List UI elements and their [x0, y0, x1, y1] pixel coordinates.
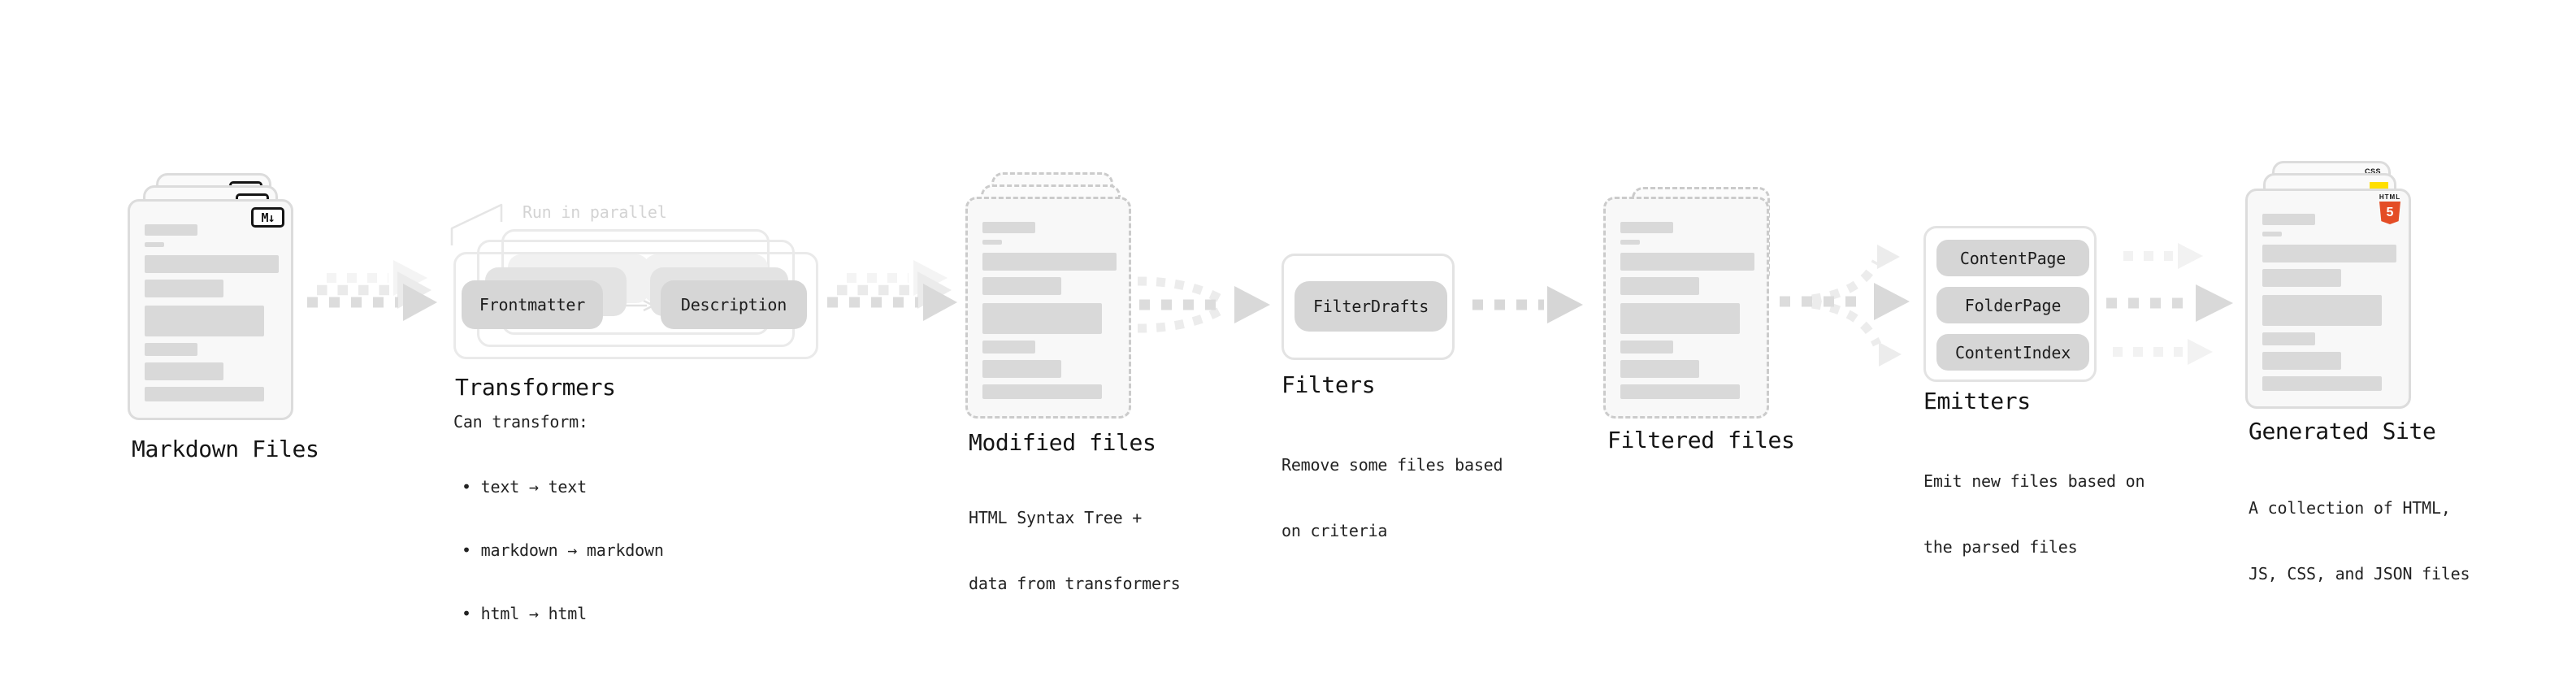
arrows-emitters-to-generated — [2106, 243, 2233, 365]
html5-icon-label: HTML — [2379, 193, 2401, 201]
generated-html-file-card: HTML 5 — [2245, 189, 2411, 409]
run-in-parallel-label: Run in parallel — [523, 202, 667, 222]
skeleton-text-line — [982, 340, 1035, 354]
arrow-modified-to-filters-merge — [1137, 276, 1270, 333]
subtitle-line: the parsed files — [1923, 537, 2078, 557]
generated-site-subtitle: A collection of HTML, JS, CSS, and JSON … — [2249, 453, 2470, 629]
subtitle-line: Emit new files based on — [1923, 471, 2145, 491]
skeleton-text-line — [2262, 232, 2282, 236]
skeleton-text-line — [145, 280, 223, 297]
skeleton-text-line — [2262, 214, 2315, 225]
transformers-title: Transformers — [455, 374, 616, 401]
html5-icon-shield: 5 — [2379, 202, 2400, 224]
skeleton-text-line — [982, 277, 1061, 295]
skeleton-text-line — [145, 224, 197, 236]
markdown-icon: M↓ — [251, 207, 284, 228]
markdown-files-title: Markdown Files — [132, 436, 319, 462]
transformers-bullet-list: • text → text • markdown → markdown • ht… — [462, 434, 664, 666]
skeleton-text-line — [982, 222, 1035, 233]
modified-files-title: Modified files — [969, 429, 1156, 456]
skeleton-text-line — [145, 343, 197, 356]
modified-files-stack — [965, 161, 1138, 423]
filtered-files-stack — [1603, 161, 1776, 423]
skeleton-text-line — [1620, 360, 1699, 378]
arrow-filters-to-filtered — [1472, 286, 1583, 323]
skeleton-text-line — [2262, 376, 2382, 391]
skeleton-text-line — [2262, 269, 2341, 287]
arrow-filtered-to-emitters-split — [1780, 245, 1910, 367]
transformers-subtitle: Can transform: — [453, 412, 588, 432]
skeleton-text-line — [1620, 340, 1673, 354]
transformer-frame-front — [453, 252, 818, 359]
skeleton-text-line — [2262, 295, 2382, 326]
skeleton-text-line — [982, 240, 1002, 245]
arrow-transformers-to-modified — [827, 260, 957, 321]
skeleton-text-line — [1620, 253, 1754, 271]
filtered-file-card-front — [1603, 197, 1769, 419]
modified-file-card-front — [965, 197, 1131, 419]
markdown-files-stack: M↓ M↓ M↓ — [128, 161, 300, 423]
skeleton-text-line — [1620, 277, 1699, 295]
frontmatter-node: Frontmatter — [462, 280, 603, 329]
filterdrafts-node: FilterDrafts — [1295, 281, 1447, 332]
skeleton-text-line — [145, 242, 164, 247]
skeleton-text-line — [1620, 384, 1740, 399]
skeleton-text-line — [982, 360, 1061, 378]
emitters-subtitle: Emit new files based on the parsed files — [1923, 427, 2145, 602]
subtitle-line: data from transformers — [969, 574, 1181, 593]
bullet-item: • html → html — [462, 604, 587, 623]
skeleton-text-line — [145, 362, 223, 380]
skeleton-text-line — [1620, 222, 1673, 233]
subtitle-line: A collection of HTML, — [2249, 498, 2451, 518]
generated-site-title: Generated Site — [2249, 418, 2436, 445]
html5-icon: HTML 5 — [2379, 194, 2400, 224]
arrow-markdown-to-transformers — [307, 260, 437, 321]
transformers-cluster: Frontmatter Description Run in parallel — [439, 195, 829, 370]
run-in-parallel-callout-line — [450, 203, 503, 245]
skeleton-text-line — [1620, 240, 1640, 245]
skeleton-text-line — [2262, 352, 2341, 370]
subtitle-line: Remove some files based — [1281, 455, 1503, 475]
bullet-item: • text → text — [462, 477, 587, 497]
skeleton-text-line — [145, 255, 279, 273]
contentpage-node: ContentPage — [1936, 240, 2089, 276]
emitters-title: Emitters — [1923, 388, 2031, 414]
filtered-files-title: Filtered files — [1607, 427, 1795, 453]
skeleton-text-line — [982, 384, 1102, 399]
emitters-panel: ContentPage FolderPage ContentIndex — [1923, 226, 2097, 382]
skeleton-text-line — [145, 306, 264, 336]
contentindex-node: ContentIndex — [1936, 334, 2089, 371]
skeleton-text-line — [982, 303, 1102, 334]
folderpage-node: FolderPage — [1936, 287, 2089, 323]
bullet-item: • markdown → markdown — [462, 540, 664, 560]
skeleton-text-line — [2262, 245, 2396, 262]
css-icon-label: CSS — [2364, 167, 2381, 176]
filters-title: Filters — [1281, 371, 1376, 398]
skeleton-text-line — [982, 253, 1117, 271]
filters-panel: FilterDrafts — [1281, 254, 1455, 360]
description-node: Description — [661, 280, 807, 329]
skeleton-text-line — [145, 387, 264, 401]
filters-subtitle: Remove some files based on criteria — [1281, 410, 1503, 586]
subtitle-line: JS, CSS, and JSON files — [2249, 564, 2470, 583]
subtitle-line: on criteria — [1281, 521, 1388, 540]
markdown-file-card-front: M↓ — [128, 199, 293, 420]
skeleton-text-line — [2262, 332, 2315, 345]
generated-site-stack: CSS HTML 5 — [2245, 150, 2418, 412]
skeleton-text-line — [1620, 303, 1740, 334]
modified-files-subtitle: HTML Syntax Tree + data from transformer… — [969, 463, 1181, 639]
subtitle-line: HTML Syntax Tree + — [969, 508, 1143, 527]
